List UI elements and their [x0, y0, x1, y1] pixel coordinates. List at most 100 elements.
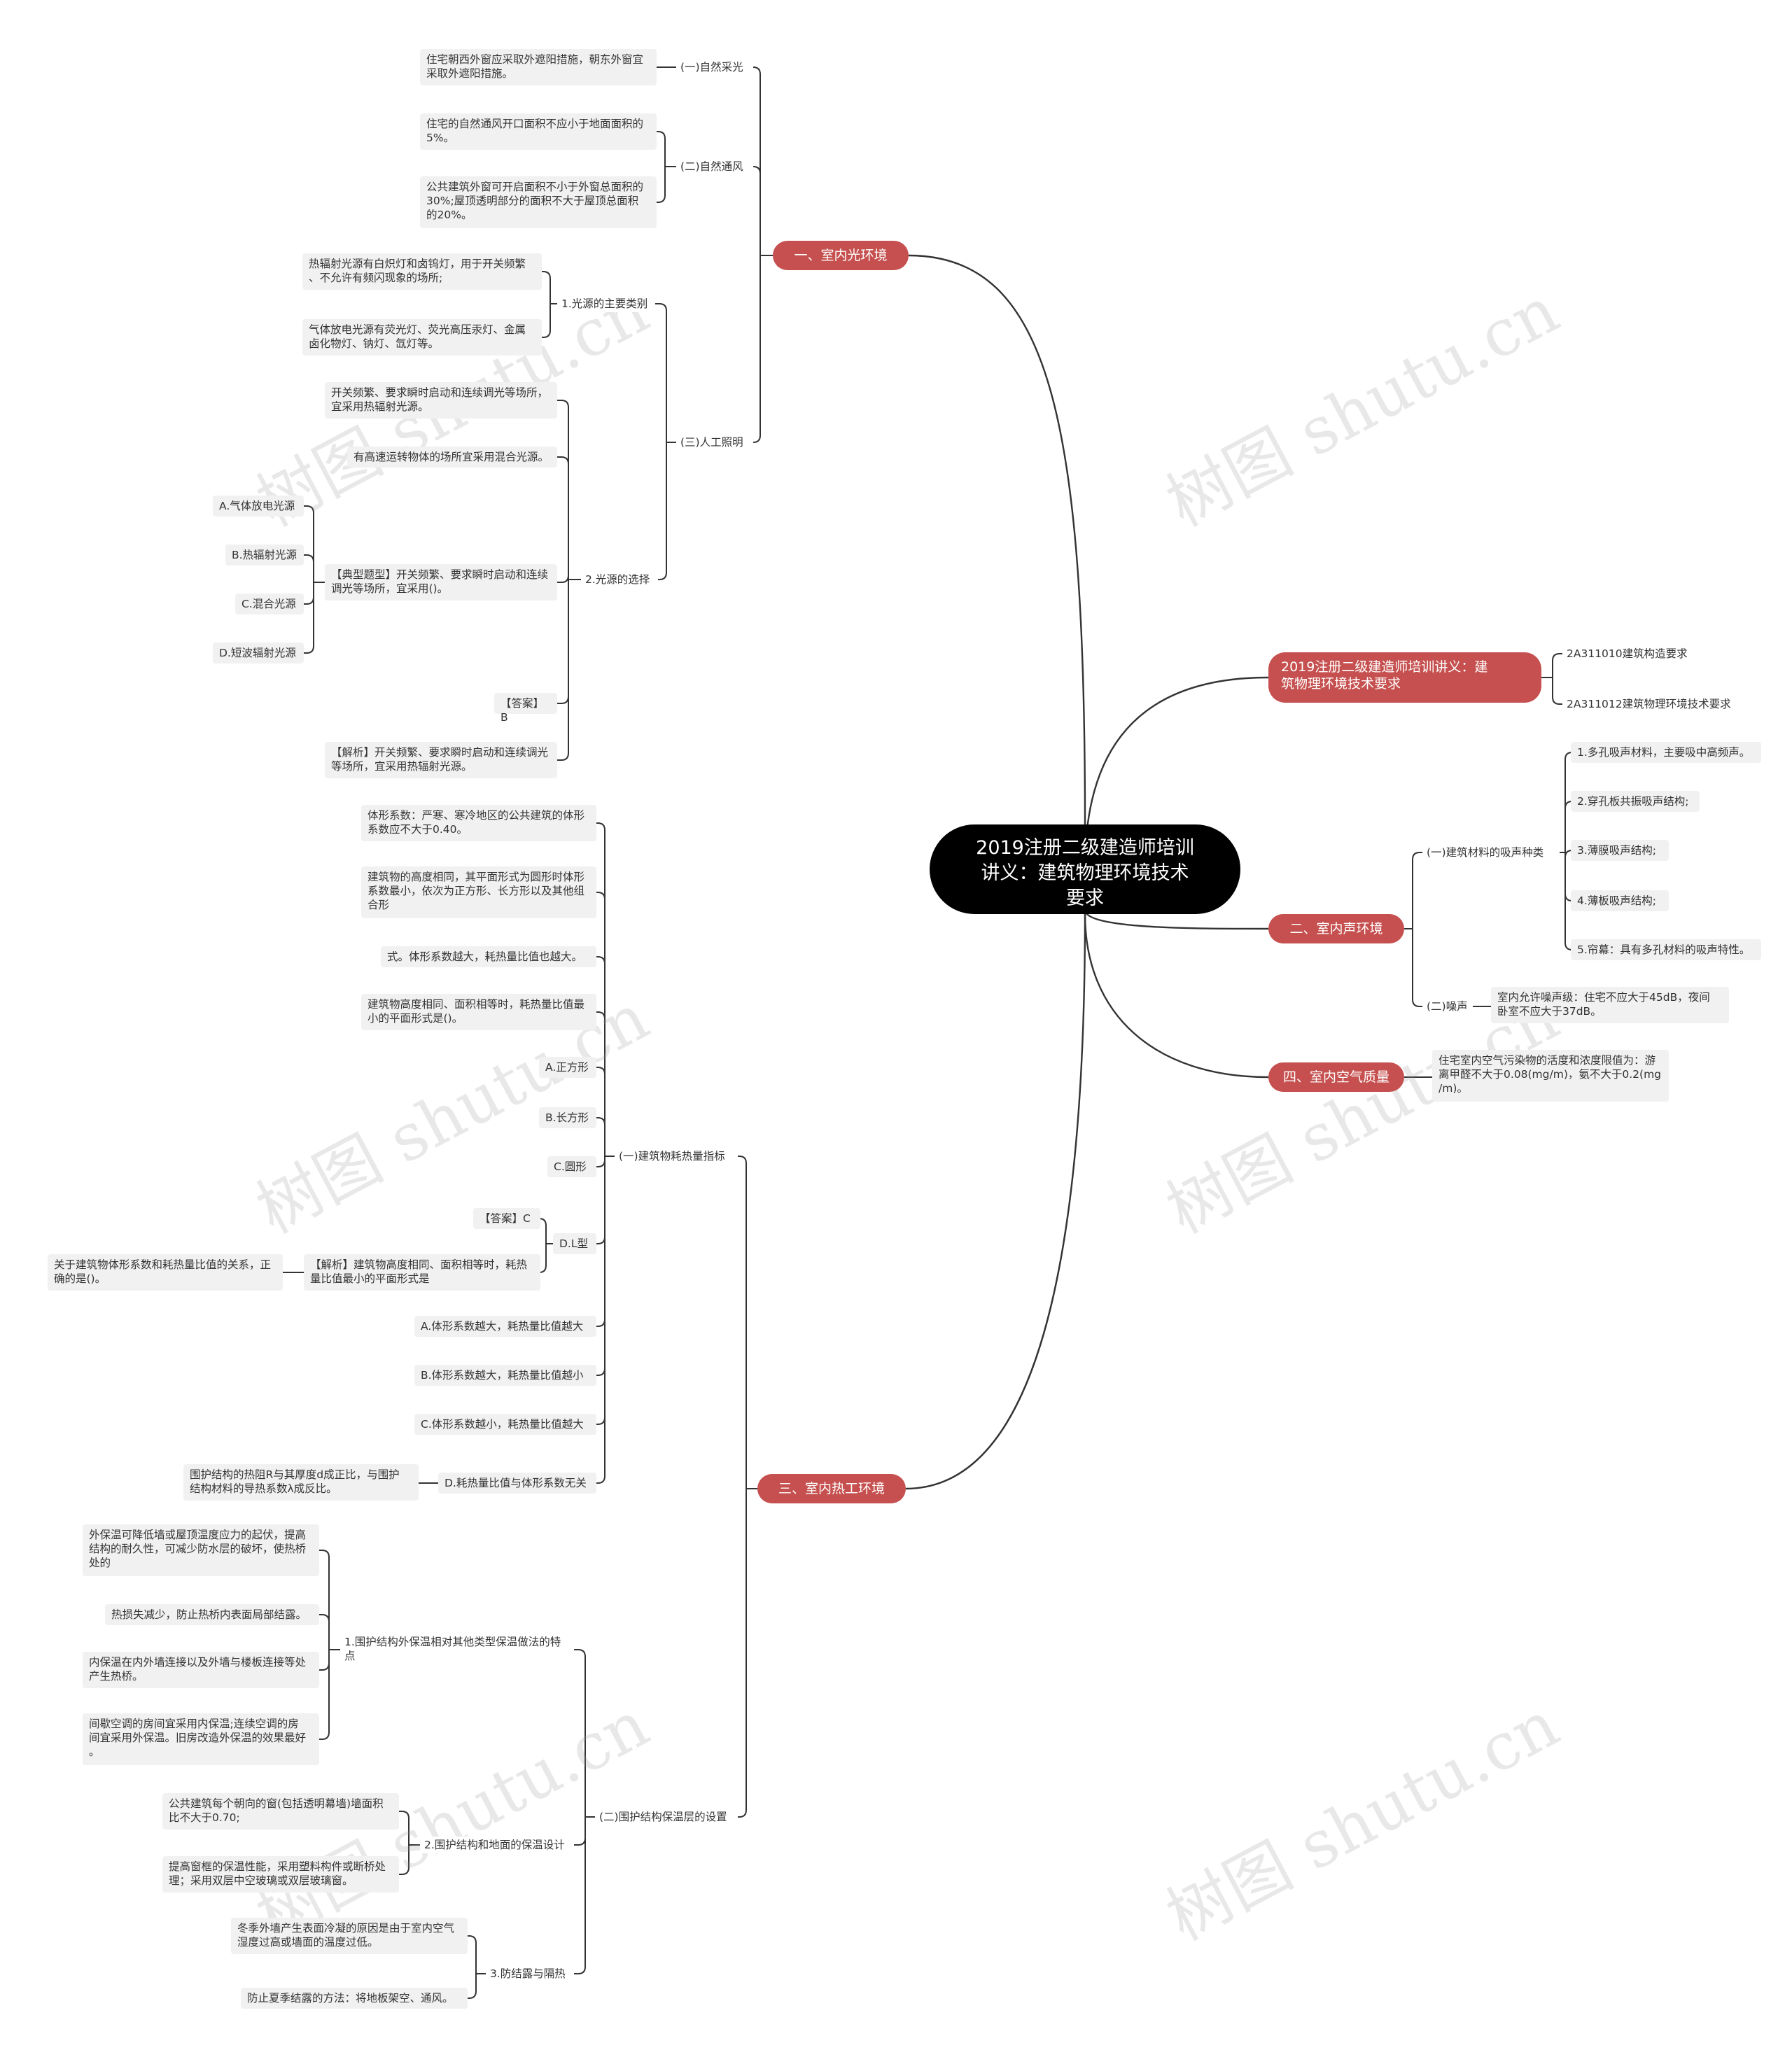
- light-artificial[interactable]: (三)人工照明: [676, 434, 753, 451]
- connector-line: [596, 1475, 606, 1484]
- top-note-item[interactable]: 2A311010建筑构造要求: [1562, 645, 1744, 662]
- light-natural-detail[interactable]: 住宅朝西外窗应采取外遮阳措施，朝东外窗宜 采取外遮阳措施。: [420, 49, 657, 85]
- connector-line: [596, 1236, 606, 1244]
- light-source-type[interactable]: 气体放电光源有荧光灯、荧光高压汞灯、金属 卤化物灯、钠灯、氙灯等。: [302, 319, 542, 356]
- light-answer[interactable]: 【答案】B: [494, 693, 557, 724]
- heat-q2-option[interactable]: D.耗热量比值与体形系数无关: [438, 1473, 596, 1494]
- heat-ext-item[interactable]: 内保温在内外墙连接以及外墙与楼板连接等处 产生热桥。: [83, 1652, 319, 1688]
- connector-line: [1412, 999, 1422, 1007]
- connector-line: [1084, 909, 1269, 930]
- sound-material-item[interactable]: 2.穿孔板共振吸声结构;: [1571, 791, 1700, 812]
- light-option[interactable]: D.短波辐射光源: [213, 643, 304, 664]
- heat-analysis[interactable]: 【解析】建筑物高度相同、面积相等时，耗热 量比值最小的平面形式是: [304, 1254, 540, 1291]
- connector-line: [574, 1649, 586, 1657]
- heat-option[interactable]: D.L型: [553, 1233, 596, 1254]
- connector-line: [1412, 852, 1422, 860]
- heat-index-item[interactable]: 式。体形系数越大，耗热量比值也越大。: [381, 946, 596, 967]
- light-option[interactable]: A.气体放电光源: [213, 496, 304, 517]
- sound-material-item[interactable]: 4.薄板吸声结构;: [1571, 890, 1669, 911]
- heat-condense-item[interactable]: 防止夏季结露的方法：将地板架空、通风。: [241, 1988, 468, 2009]
- connector-line: [557, 456, 569, 465]
- branch-heat[interactable]: 三、室内热工环境: [757, 1474, 906, 1503]
- connector-line: [468, 1991, 477, 1999]
- light-ventilation[interactable]: (二)自然通风: [676, 158, 749, 175]
- light-source-types[interactable]: 1.光源的主要类别: [557, 295, 655, 312]
- connector-line: [908, 254, 1086, 825]
- heat-q2-option[interactable]: A.体形系数越大，耗热量比值越大: [414, 1316, 596, 1337]
- heat-index-item[interactable]: 建筑物的高度相同，其平面形式为圆形时体形 系数最小，依次为正方形、长方形以及其他…: [361, 866, 596, 918]
- light-option[interactable]: C.混合光源: [235, 594, 304, 615]
- sound-materials[interactable]: (一)建筑材料的吸声种类: [1422, 844, 1560, 861]
- sound-noise-detail[interactable]: 室内允许噪声级：住宅不应大于45dB，夜间 卧室不应大于37dB。: [1491, 987, 1729, 1023]
- heat-ext-item[interactable]: 热损失减少，防止热桥内表面局部结露。: [105, 1604, 319, 1625]
- heat-index-question[interactable]: 建筑物高度相同、面积相等时，耗热量比值最 小的平面形式是()。: [361, 994, 596, 1030]
- connector-line: [596, 1011, 606, 1020]
- heat-ext-item[interactable]: 间歇空调的房间宜采用内保温;连续空调的房 间宜采用外保温。旧房改造外保温的效果最…: [83, 1713, 319, 1765]
- light-analysis[interactable]: 【解析】开关频繁、要求瞬时启动和连续调光 等场所，宜采用热辐射光源。: [325, 742, 557, 778]
- connector-line: [304, 596, 314, 605]
- connector-line: [319, 1662, 330, 1671]
- sound-material-item[interactable]: 1.多孔吸声材料，主要吸中高频声。: [1571, 742, 1761, 763]
- branch-sound[interactable]: 二、室内声环境: [1268, 914, 1404, 943]
- connector-line: [738, 1809, 747, 1818]
- light-ventilation-detail[interactable]: 住宅的自然通风开口面积不应小于地面面积的 5%。: [420, 113, 657, 150]
- light-natural[interactable]: (一)自然采光: [676, 59, 753, 76]
- sound-noise[interactable]: (二)噪声: [1422, 998, 1473, 1015]
- light-choice[interactable]: 有高速运转物体的场所宜采用混合光源。: [347, 447, 557, 468]
- light-question[interactable]: 【典型题型】开关频繁、要求瞬时启动和连续 调光等场所，宜采用()。: [325, 564, 557, 601]
- connector-line: [319, 1614, 330, 1622]
- heat-insulation[interactable]: (二)围护结构保温层的设置: [595, 1809, 738, 1825]
- connector-line: [1552, 653, 1562, 661]
- connector-line: [596, 956, 606, 964]
- connector-line: [319, 1550, 330, 1558]
- branch-air[interactable]: 四、室内空气质量: [1268, 1062, 1404, 1092]
- heat-design-item[interactable]: 提高窗框的保温性能，采用塑料构件或断桥处 理；采用双层中空玻璃或双层玻璃窗。: [162, 1856, 399, 1893]
- connector-line: [752, 435, 761, 443]
- heat-question-2[interactable]: 关于建筑物体形系数和耗热量比值的关系，正 确的是()。: [48, 1254, 283, 1291]
- connector-line: [1552, 696, 1562, 705]
- connector-line: [657, 195, 666, 203]
- connector-line: [596, 1067, 606, 1075]
- light-ventilation-detail[interactable]: 公共建筑外窗可开启面积不小于外窗总面积的 30%;屋顶透明部分的面积不大于屋顶总…: [420, 176, 657, 228]
- air-detail[interactable]: 住宅室内空气污染物的活度和浓度限值为：游 离甲醛不大于0.08(mg/m)，氨不…: [1432, 1050, 1669, 1102]
- light-source-choice[interactable]: 2.光源的选择: [581, 571, 658, 588]
- connector-line: [557, 752, 569, 761]
- heat-ext-features[interactable]: 1.围护结构外保温相对其他类型保温做法的特 点: [340, 1634, 571, 1666]
- connector-line: [596, 892, 606, 900]
- heat-index-item[interactable]: 体形系数：严寒、寒冷地区的公共建筑的体形 系数应不大于0.40。: [361, 805, 596, 841]
- light-source-type[interactable]: 热辐射光源有白炽灯和卤钨灯，用于开关频繁 、不允许有频闪现象的场所;: [302, 253, 542, 290]
- heat-answer[interactable]: 【答案】C: [473, 1208, 540, 1229]
- connector-line: [596, 1117, 606, 1125]
- heat-design-item[interactable]: 公共建筑每个朝向的窗(包括透明幕墙)墙面积 比不大于0.70;: [162, 1793, 399, 1830]
- connector-line: [399, 1811, 410, 1819]
- heat-index[interactable]: (一)建筑物耗热量指标: [615, 1148, 738, 1165]
- connector-line: [596, 1368, 606, 1376]
- connector-line: [557, 400, 569, 408]
- connector-line: [304, 554, 314, 563]
- connector-line: [542, 330, 551, 338]
- heat-condense-item[interactable]: 冬季外墙产生表面冷凝的原因是由于室内空气 湿度过高或墙面的温度过低。: [231, 1918, 468, 1954]
- heat-condense[interactable]: 3.防结露与隔热: [486, 1965, 574, 1982]
- connector-line: [596, 1417, 606, 1425]
- heat-option[interactable]: B.长方形: [539, 1107, 596, 1128]
- heat-q2-option[interactable]: B.体形系数越大，耗热量比值越小: [414, 1365, 596, 1386]
- heat-q2-note[interactable]: 围护结构的热阻R与其厚度d成正比，与围护 结构材料的导热系数λ成反比。: [183, 1464, 419, 1501]
- root-node[interactable]: 2019注册二级建造师培训 讲义：建筑物理环境技术 要求: [930, 824, 1240, 914]
- heat-ext-item[interactable]: 外保温可降低墙或屋顶温度应力的起伏，提高 结构的耐久性，可减少防水层的破坏，使热…: [83, 1524, 319, 1576]
- heat-option[interactable]: A.正方形: [539, 1057, 596, 1078]
- sound-material-item[interactable]: 5.帘幕：具有多孔材料的吸声特性。: [1571, 939, 1761, 960]
- heat-option[interactable]: C.圆形: [547, 1156, 596, 1177]
- light-choice[interactable]: 开关频繁、要求瞬时启动和连续调光等场所， 宜采用热辐射光源。: [325, 382, 557, 419]
- connector-line: [655, 572, 667, 580]
- sound-material-item[interactable]: 3.薄膜吸声结构;: [1571, 840, 1669, 861]
- connector-line: [596, 822, 606, 831]
- branch-light[interactable]: 一、室内光环境: [773, 241, 909, 270]
- top-note-item[interactable]: 2A311012建筑物理环境技术要求: [1562, 696, 1751, 712]
- connector-line: [574, 1966, 586, 1974]
- heat-design[interactable]: 2.围护结构和地面的保温设计: [420, 1837, 574, 1853]
- branch-top-note[interactable]: 2019注册二级建造师培训讲义：建 筑物理环境技术要求: [1268, 652, 1541, 703]
- connector-line: [574, 1837, 586, 1846]
- heat-q2-option[interactable]: C.体形系数越小，耗热量比值越大: [414, 1414, 596, 1435]
- light-option[interactable]: B.热辐射光源: [225, 545, 304, 566]
